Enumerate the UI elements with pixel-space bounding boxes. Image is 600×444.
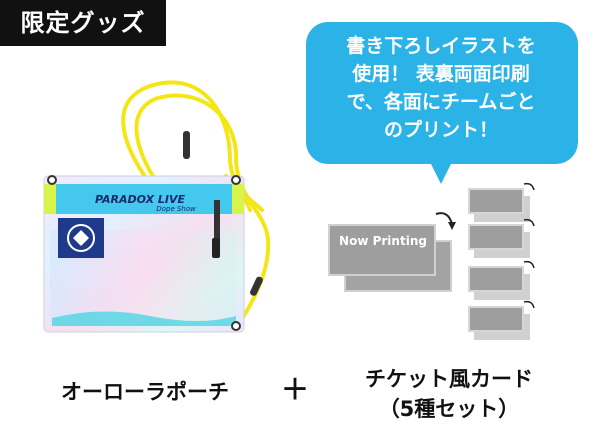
ticket-card-stack-large: [328, 212, 456, 292]
cards-label: チケット風カード （5種セット）: [334, 364, 564, 424]
limited-goods-badge: 限定グッズ: [0, 0, 166, 46]
cord-stopper: [250, 276, 263, 296]
pouch-label: オーローラポーチ: [61, 380, 229, 404]
ticket-card-stack-small: [468, 182, 535, 340]
speech-bubble: [306, 22, 578, 184]
now-printing-placeholder: Now Printing: [339, 234, 427, 248]
plus-sign: ＋: [280, 373, 309, 406]
bubble-line: 使用！ 表裏両面印刷: [352, 63, 530, 85]
cards-label-line: チケット風カード: [365, 367, 533, 391]
bubble-line: で、各面にチームごと: [346, 91, 536, 113]
bubble-line: のプリント！: [383, 119, 498, 141]
cards-label-line: （5種セット）: [378, 397, 520, 421]
pouch-logo-text: PARADOX LIVE: [95, 193, 186, 206]
pouch-logo-subtext: Dope Show: [156, 205, 196, 213]
aurora-pouch: [43, 175, 245, 333]
bubble-line: 書き下ろしイラストを: [346, 35, 536, 57]
speech-bubble-text: 書き下ろしイラストを 使用！ 表裏両面印刷 で、各面にチームごと のプリント！: [310, 32, 572, 144]
cord-stopper: [183, 131, 190, 159]
